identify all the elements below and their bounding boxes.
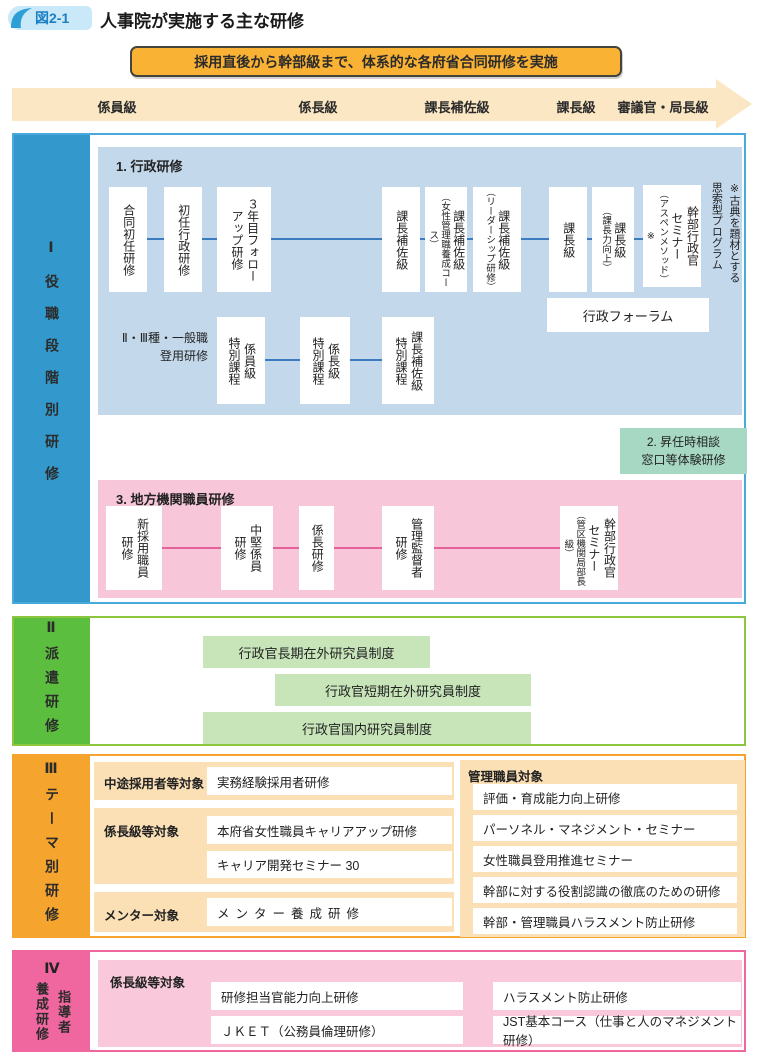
level-label-director: 課長級 <box>556 100 596 115</box>
dispatch-item-short-term-overseas: 行政官短期在外研究員制度 <box>275 674 531 706</box>
section-3-sidebar-label: テーマ別研修 <box>44 787 60 931</box>
level-label-assistant-director: 課長補佐級 <box>424 100 490 115</box>
band-mentor: メンター対象 メンター養成研修 <box>94 892 454 932</box>
training-box-new-employee: 新採用職員 研修 <box>106 506 162 590</box>
section-1-rank-based-training: Ⅰ役職段階別研修 1. 行政研修 合同初任研修 初任行政研修 ３年目フォロー ア… <box>12 133 747 604</box>
section-2-dispatch-training: Ⅱ派遣研修 行政官長期在外研究員制度 行政官短期在外研究員制度 行政官国内研究員… <box>12 616 746 746</box>
item-women-promotion-seminar: 女性職員登用推進セミナー <box>473 846 737 872</box>
band-chief-level-label: 係長級等対象 <box>104 825 180 839</box>
level-label-staff: 係員級 <box>97 100 137 115</box>
item-harassment-prevention: ハラスメント防止研修 <box>493 982 741 1010</box>
training-box-3rd-year-followup: ３年目フォロー アップ研修 <box>217 187 271 292</box>
training-box-staff-special: 係員級 特別課程 <box>217 317 265 404</box>
item-personnel-management-seminar: パーソネル・マネジメント・セミナー <box>473 815 737 841</box>
wave-icon <box>11 8 32 28</box>
item-career-seminar-30: キャリア開発セミナー 30 <box>207 851 452 878</box>
training-box-chief-special: 係長級 特別課程 <box>300 317 350 404</box>
training-box-assistant-director-women: 課長補佐級（女性管理職養成コース） <box>425 187 467 292</box>
section-4-sidebar: Ⅳ 指導者 養成研修 <box>14 952 90 1050</box>
training-box-regional-executive-seminar: 幹部行政官 セミナー（管区機関局部長級） <box>560 506 618 590</box>
item-mentor-training: メンター養成研修 <box>207 898 452 926</box>
training-box-director: 課長級 <box>549 187 587 292</box>
section-2-sidebar: Ⅱ派遣研修 <box>14 618 90 744</box>
item-jket-ethics: ＪＫＥＴ（公務員倫理研修） <box>211 1016 463 1044</box>
level-arrow-bar <box>12 88 718 121</box>
training-box-mid-level-staff: 中堅係員 研修 <box>221 506 273 590</box>
aspen-method-note: ※古典を題材とする 思索型プログラム <box>710 182 740 283</box>
level-label-chief: 係長級 <box>298 100 338 115</box>
connector-line-row3 <box>123 547 593 549</box>
section-1-sidebar: Ⅰ役職段階別研修 <box>14 135 90 602</box>
admin-training-title: 1. 行政研修 <box>116 159 183 174</box>
page-title: 人事院が実施する主な研修 <box>100 12 304 31</box>
section-4-instructor-training: Ⅳ 指導者 養成研修 係長級等対象 研修担当官能力向上研修 ＪＫＥＴ（公務員倫理… <box>12 950 746 1052</box>
training-box-assistant-director: 課長補佐級 <box>382 187 420 292</box>
training-box-assistant-director-special: 課長補佐級 特別課程 <box>382 317 434 404</box>
band-managers-label: 管理職員対象 <box>468 770 544 784</box>
section-2-numeral: Ⅱ <box>44 620 60 646</box>
local-agency-title: 3. 地方機関職員研修 <box>116 492 235 507</box>
training-box-assistant-director-leadership: 課長補佐級（リーダーシップ研修） <box>473 187 521 292</box>
section-2-sidebar-label: 派遣研修 <box>44 646 60 742</box>
item-jst-basic-course: JST基本コース（仕事と人のマネジメント研修） <box>493 1015 741 1048</box>
level-arrow-head <box>716 79 752 129</box>
section-3-sidebar: Ⅲテーマ別研修 <box>14 756 90 936</box>
section-1-numeral: Ⅰ <box>44 239 60 274</box>
local-agency-panel: 3. 地方機関職員研修 新採用職員 研修 中堅係員 研修 係長研修 管理監督者 … <box>98 480 742 598</box>
band-mid-career-label: 中途採用者等対象 <box>104 777 205 791</box>
item-executive-harassment-prevention: 幹部・管理職員ハラスメント防止研修 <box>473 908 737 934</box>
summary-banner: 採用直後から幹部級まで、体系的な各府省合同研修を実施 <box>130 46 622 77</box>
dispatch-item-long-term-overseas: 行政官長期在外研究員制度 <box>203 636 430 668</box>
promotion-consultation-box: 2. 昇任時相談 窓口等体験研修 <box>620 428 747 474</box>
training-box-initial-admin: 初任行政研修 <box>164 187 202 292</box>
dispatch-item-domestic: 行政官国内研究員制度 <box>203 712 531 744</box>
training-box-supervisor: 管理監督者 研修 <box>382 506 434 590</box>
training-box-joint-initial: 合同初任研修 <box>109 187 147 292</box>
section-4-numeral: Ⅳ <box>44 960 60 976</box>
figure-number: 図2-1 <box>35 10 70 26</box>
level-label-councillor: 審議官・局長級 <box>617 100 709 115</box>
item-evaluation-training: 評価・育成能力向上研修 <box>473 784 737 810</box>
item-training-officer-skill: 研修担当官能力向上研修 <box>211 982 463 1010</box>
section-3-numeral: Ⅲ <box>44 761 60 787</box>
item-executive-role-awareness: 幹部に対する役割認識の徹底のための研修 <box>473 877 737 903</box>
admin-training-panel: 1. 行政研修 合同初任研修 初任行政研修 ３年目フォロー アップ研修 課長補佐… <box>98 147 742 415</box>
item-women-career-up: 本府省女性職員キャリアアップ研修 <box>207 816 452 844</box>
band-managers: 管理職員対象 評価・育成能力向上研修 パーソネル・マネジメント・セミナー 女性職… <box>460 760 745 937</box>
band-mid-career: 中途採用者等対象 実務経験採用者研修 <box>94 762 454 800</box>
admin-forum-box: 行政フォーラム <box>547 298 709 332</box>
item-practical-experience: 実務経験採用者研修 <box>207 767 452 795</box>
band-mentor-label: メンター対象 <box>104 909 180 923</box>
row2-label: Ⅱ・Ⅲ種・一般職 登用研修 <box>121 331 208 363</box>
band-chief-level: 係長級等対象 本府省女性職員キャリアアップ研修 キャリア開発セミナー 30 <box>94 808 454 884</box>
band-instructor-label: 係長級等対象 <box>110 976 186 990</box>
training-box-executive-seminar: 幹部行政官 セミナー（アスペンメソッド）※ <box>643 185 701 287</box>
section-3-theme-training: Ⅲテーマ別研修 中途採用者等対象 実務経験採用者研修 係長級等対象 本府省女性職… <box>12 754 746 938</box>
figure-badge: 図2-1 <box>8 6 92 30</box>
training-box-chief-training: 係長研修 <box>299 506 334 590</box>
section-4-sidebar-label: 指導者 養成研修 <box>34 982 72 1042</box>
band-instructor: 係長級等対象 研修担当官能力向上研修 ＪＫＥＴ（公務員倫理研修） ハラスメント防… <box>98 960 742 1048</box>
section-1-sidebar-label: 役職段階別研修 <box>44 273 60 498</box>
training-box-director-skill: 課長級（課長力向上） <box>592 187 634 292</box>
